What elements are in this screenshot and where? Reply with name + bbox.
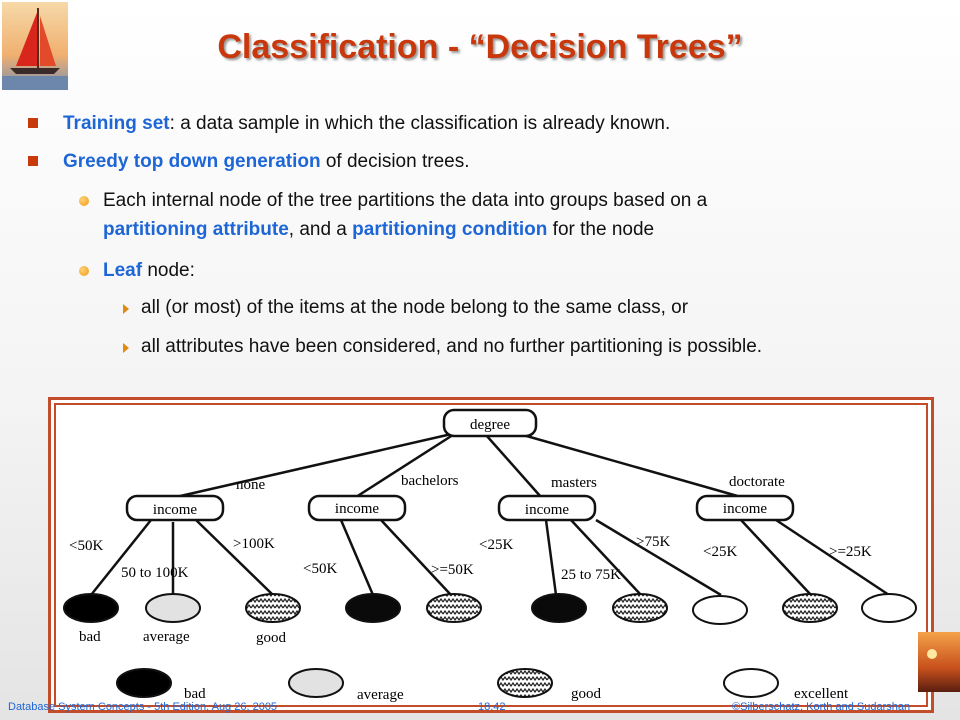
bullet-all-attributes: all attributes have been considered, and…: [141, 336, 763, 357]
leaf-good: [245, 593, 301, 623]
root-node-label: degree: [470, 417, 510, 433]
condition-doctorate-lt25k: <25K: [703, 544, 737, 560]
bullet-dot-icon: [79, 266, 89, 276]
condition-bachelors-ge50k: >=50K: [431, 562, 474, 578]
condition-masters-gt75k: >75K: [636, 534, 670, 550]
term-partitioning-attribute: partitioning attribute: [103, 219, 289, 240]
bullet-internal-node-line1: Each internal node of the tree partition…: [103, 190, 708, 211]
text-training-set: : a data sample in which the classificat…: [169, 113, 671, 134]
leaf-label-bad: bad: [79, 629, 101, 645]
condition-none-50to100k: 50 to 100K: [121, 565, 189, 581]
term-partitioning-condition: partitioning condition: [352, 219, 548, 240]
text-greedy: of decision trees.: [320, 151, 470, 172]
condition-none-gt100k: >100K: [233, 536, 275, 552]
term-greedy: Greedy top down generation: [63, 151, 321, 172]
branch-label-doctorate: doctorate: [729, 474, 785, 490]
term-leaf: Leaf: [103, 260, 143, 281]
income-node-bachelors-label: income: [335, 501, 379, 517]
bullet-triangle-icon: [123, 343, 129, 353]
income-node-bachelors: [307, 494, 407, 522]
condition-masters-25to75k: 25 to 75K: [561, 567, 621, 583]
legend-bad-label: bad: [184, 686, 206, 702]
sunset-decoration-icon: [918, 632, 960, 692]
text-and-a: , and a: [288, 219, 353, 240]
leaf-label-average: average: [143, 629, 190, 645]
legend-bad-swatch: [116, 668, 172, 698]
term-training-set: Training set: [63, 113, 170, 134]
leaf-label-good: good: [256, 630, 287, 646]
bullet-same-class: all (or most) of the items at the node b…: [141, 297, 689, 318]
branch-label-bachelors: bachelors: [401, 473, 459, 489]
leaf-bad: [63, 593, 119, 623]
condition-doctorate-ge25k: >=25K: [829, 544, 872, 560]
income-node-doctorate: [695, 494, 795, 522]
root-node: [442, 408, 538, 438]
legend-average-swatch: [288, 668, 344, 698]
income-node-none: [125, 494, 225, 522]
bullet-dot-icon: [79, 196, 89, 206]
bullet-greedy: Greedy top down generation of decision t…: [63, 151, 470, 173]
bullet-leaf: Leaf node:: [103, 260, 195, 282]
text-for-the-node: for the node: [547, 219, 655, 240]
leaf-excellent: [861, 593, 917, 623]
sailboat-logo-icon: [2, 2, 68, 90]
income-node-masters: [497, 494, 597, 522]
bullet-square-icon: [28, 156, 38, 166]
condition-masters-lt25k: <25K: [479, 537, 513, 553]
bullet-internal-node-line2: partitioning attribute, and a partitioni…: [103, 219, 654, 241]
branch-label-none: none: [236, 477, 266, 493]
income-node-masters-label: income: [525, 502, 569, 518]
leaf-bad: [345, 593, 401, 623]
leaf-average: [145, 593, 201, 623]
bullet-triangle-icon: [123, 304, 129, 314]
legend-excellent-label: excellent: [794, 686, 849, 702]
income-node-none-label: income: [153, 502, 197, 518]
leaf-good: [782, 593, 838, 623]
footer-right: ©Silberschatz, Korth and Sudarshan: [732, 701, 911, 713]
decision-tree-diagram: degree income income income income none …: [63, 408, 917, 703]
footer-page-number: 18.42: [478, 701, 506, 713]
branch-label-masters: masters: [551, 475, 597, 491]
leaf-good: [426, 593, 482, 623]
bullet-training-set: Training set: a data sample in which the…: [63, 113, 670, 135]
legend-average-label: average: [357, 687, 404, 703]
condition-none-lt50k: <50K: [69, 538, 103, 554]
legend-good-swatch: [497, 668, 553, 698]
slide-title: Classification - “Decision Trees”: [217, 28, 743, 66]
footer-left: Database System Concepts - 5th Edition, …: [8, 701, 278, 713]
leaf-good: [612, 593, 668, 623]
slide-footer: Database System Concepts - 5th Edition, …: [0, 700, 960, 718]
income-node-doctorate-label: income: [723, 501, 767, 517]
legend-excellent-swatch: [723, 668, 779, 698]
leaf-bad: [531, 593, 587, 623]
legend-good-label: good: [571, 686, 602, 702]
condition-bachelors-lt50k: <50K: [303, 561, 337, 577]
decision-tree-figure: degree income income income income none …: [48, 397, 934, 713]
leaf-excellent: [692, 595, 748, 625]
bullet-square-icon: [28, 118, 38, 128]
text-leaf-node: node:: [142, 260, 195, 281]
